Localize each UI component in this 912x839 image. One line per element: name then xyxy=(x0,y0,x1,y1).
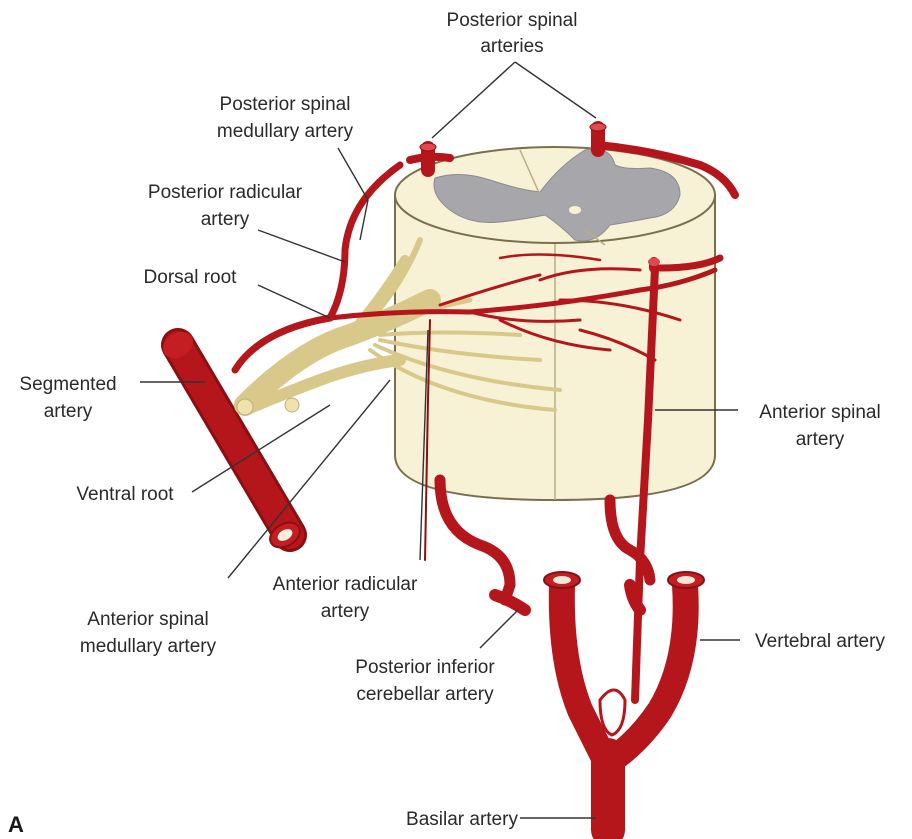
label-anterior-spinal-artery: Anterior spinal artery xyxy=(759,402,880,450)
label-vertebral-artery: Vertebral artery xyxy=(755,631,885,652)
label-posterior-inferior-cerebellar-artery-line1: Posterior inferior xyxy=(355,657,495,678)
label-posterior-radicular-artery: Posterior radicular artery xyxy=(148,182,303,230)
label-posterior-inferior-cerebellar-artery: Posterior inferior cerebellar artery xyxy=(355,657,495,705)
label-ventral-root: Ventral root xyxy=(76,484,174,505)
label-posterior-spinal-medullary-artery-line2: medullary artery xyxy=(217,121,354,142)
label-anterior-radicular-artery-line2: artery xyxy=(321,601,370,622)
label-posterior-spinal-arteries-line2: arteries xyxy=(480,36,543,57)
panel-label: A xyxy=(8,812,24,837)
label-segmented-artery-line1: Segmented xyxy=(19,374,116,395)
label-posterior-spinal-medullary-artery: Posterior spinal medullary artery xyxy=(217,94,354,142)
label-posterior-radicular-artery-line2: artery xyxy=(201,209,250,230)
label-posterior-radicular-artery-line1: Posterior radicular xyxy=(148,182,303,203)
label-segmented-artery: Segmented artery xyxy=(19,374,116,422)
label-basilar-artery: Basilar artery xyxy=(406,809,518,830)
label-anterior-spinal-artery-line2: artery xyxy=(796,429,845,450)
spinal-cord-segment xyxy=(395,147,715,500)
label-anterior-spinal-medullary-artery: Anterior spinal medullary artery xyxy=(80,609,217,657)
label-anterior-radicular-artery: Anterior radicular artery xyxy=(273,574,418,622)
label-dorsal-root: Dorsal root xyxy=(144,267,238,288)
label-posterior-inferior-cerebellar-artery-line2: cerebellar artery xyxy=(356,684,494,705)
label-anterior-spinal-medullary-artery-line2: medullary artery xyxy=(80,636,217,657)
label-anterior-radicular-artery-line1: Anterior radicular xyxy=(273,574,418,595)
label-posterior-spinal-arteries: Posterior spinal arteries xyxy=(447,10,578,57)
label-anterior-spinal-medullary-artery-line1: Anterior spinal xyxy=(87,609,208,630)
vertebral-arteries xyxy=(544,572,704,760)
label-posterior-spinal-medullary-artery-line1: Posterior spinal xyxy=(220,94,351,115)
label-anterior-spinal-artery-line1: Anterior spinal xyxy=(759,402,880,423)
label-posterior-spinal-arteries-line1: Posterior spinal xyxy=(447,10,578,31)
label-segmented-artery-line2: artery xyxy=(44,401,93,422)
